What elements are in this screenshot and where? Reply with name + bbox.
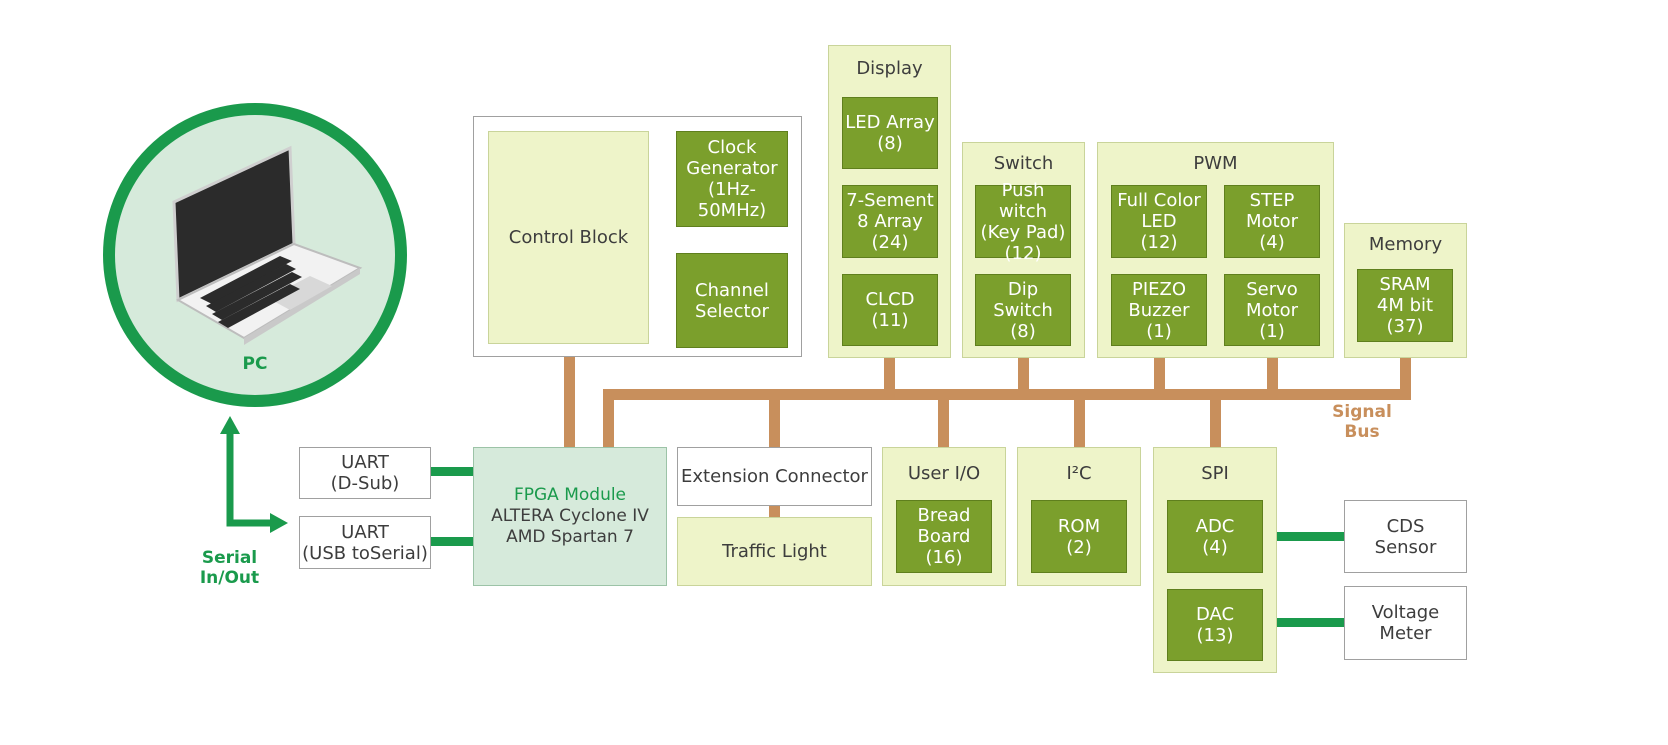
fpga-line3: AMD Spartan 7 — [506, 527, 634, 547]
channel-selector: Channel Selector — [676, 253, 788, 348]
bus-spi — [1210, 399, 1221, 447]
clcd: CLCD (11) — [842, 274, 938, 346]
piezo-buzzer: PIEZO Buzzer (1) — [1111, 274, 1207, 346]
seven-segment-array: 7-Sement 8 Array (24) — [842, 185, 938, 258]
bus-memory — [1400, 358, 1411, 390]
pwm-title: PWM — [1193, 153, 1238, 174]
rom: ROM (2) — [1031, 500, 1127, 573]
bus-userio — [938, 399, 949, 447]
bus-extension-traffic — [769, 506, 780, 518]
signal-bus-main — [603, 389, 1411, 400]
bus-pwm-left — [1154, 358, 1165, 390]
bus-i2c — [1074, 399, 1085, 447]
step-motor: STEP Motor (4) — [1224, 185, 1320, 258]
signal-bus-label: Signal Bus — [1332, 402, 1392, 442]
laptop-icon — [172, 145, 363, 345]
bread-board: Bread Board (16) — [896, 500, 992, 573]
led-array: LED Array (8) — [842, 97, 938, 169]
extension-connector: Extension Connector — [677, 447, 872, 506]
uart-usb-box: UART (USB toSerial) — [299, 516, 431, 569]
bus-display — [884, 358, 895, 390]
uart-usb-link — [431, 537, 473, 546]
switch-title: Switch — [993, 153, 1054, 174]
bus-pwm-right — [1267, 358, 1278, 390]
fpga-title: FPGA Module — [513, 485, 627, 505]
servo-motor: Servo Motor (1) — [1224, 274, 1320, 346]
serial-label: Serial In/Out — [199, 548, 260, 588]
spi-title: SPI — [1201, 463, 1229, 484]
uart-dsub-link — [431, 467, 473, 476]
push-switch: Push witch (Key Pad) (12) — [975, 180, 1071, 264]
voltage-meter: Voltage Meter — [1344, 586, 1467, 660]
full-color-led: Full Color LED (12) — [1111, 185, 1207, 258]
memory-title: Memory — [1368, 234, 1443, 255]
bus-control-drop — [564, 343, 575, 447]
adc: ADC (4) — [1167, 500, 1263, 573]
control-block: Control Block — [488, 131, 649, 344]
clock-generator: Clock Generator (1Hz-50MHz) — [676, 131, 788, 227]
userio-title: User I/O — [907, 463, 981, 484]
uart-dsub-box: UART (D-Sub) — [299, 447, 431, 499]
adc-cds-link — [1262, 532, 1344, 541]
bus-switch — [1018, 358, 1029, 390]
bus-fpga-drop — [603, 389, 614, 447]
cds-sensor: CDS Sensor — [1344, 500, 1467, 573]
dip-switch: Dip Switch (8) — [975, 274, 1071, 346]
fpga-line2: ALTERA Cyclone IV — [491, 506, 649, 526]
dac: DAC (13) — [1167, 589, 1263, 661]
pc-label: PC — [242, 354, 268, 374]
sram: SRAM 4M bit (37) — [1357, 269, 1453, 342]
i2c-title: I²C — [1066, 463, 1092, 484]
dac-voltage-link — [1262, 618, 1344, 627]
display-title: Display — [856, 58, 923, 79]
bus-extension — [769, 399, 780, 447]
fpga-module: FPGA Module ALTERA Cyclone IV AMD Sparta… — [473, 447, 667, 586]
traffic-light: Traffic Light — [677, 517, 872, 586]
